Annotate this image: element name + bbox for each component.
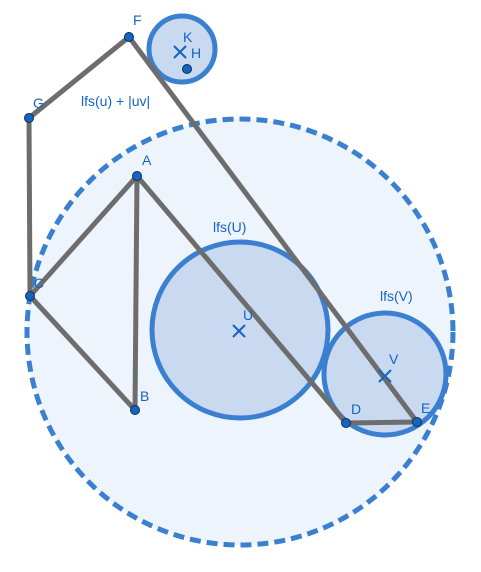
point-H[interactable] [182, 64, 192, 74]
segment-A-D[interactable] [134, 173, 349, 426]
label-A: A [142, 152, 152, 168]
segment-C-A[interactable] [27, 173, 140, 299]
point-V-cross-marker[interactable] [378, 369, 392, 383]
caption-circle-U: lfs(U) [213, 219, 246, 235]
point-D[interactable] [341, 418, 351, 428]
label-C: C [34, 275, 44, 291]
point-F[interactable] [124, 32, 134, 42]
label-D: D [351, 401, 361, 417]
label-K: K [183, 29, 193, 45]
circle-lfs-V[interactable] [321, 310, 449, 438]
segment-F-G[interactable] [26, 34, 132, 121]
point-A[interactable] [132, 171, 142, 181]
point-E[interactable] [412, 417, 422, 427]
label-V: V [389, 351, 399, 367]
segment-A-B[interactable] [132, 173, 140, 413]
point-C[interactable] [25, 291, 35, 301]
label-B: B [140, 388, 149, 404]
segment-D-E[interactable] [343, 419, 420, 426]
label-H: H [191, 45, 201, 61]
segment-F-E[interactable] [126, 34, 420, 425]
caption-circle-V: lfs(V) [380, 288, 413, 304]
point-G[interactable] [24, 113, 34, 123]
label-G: G [33, 95, 44, 111]
point-U-cross-marker[interactable] [232, 324, 246, 338]
label-U: U [243, 307, 253, 323]
point-K-cross-marker[interactable] [173, 45, 187, 59]
caption-big-circle: lfs(u) + |uv| [81, 93, 150, 109]
segment-G-C[interactable] [26, 115, 33, 299]
label-E: E [421, 400, 430, 416]
point-B[interactable] [130, 405, 140, 415]
label-F: F [133, 12, 142, 28]
segment-C-B[interactable] [27, 293, 138, 413]
